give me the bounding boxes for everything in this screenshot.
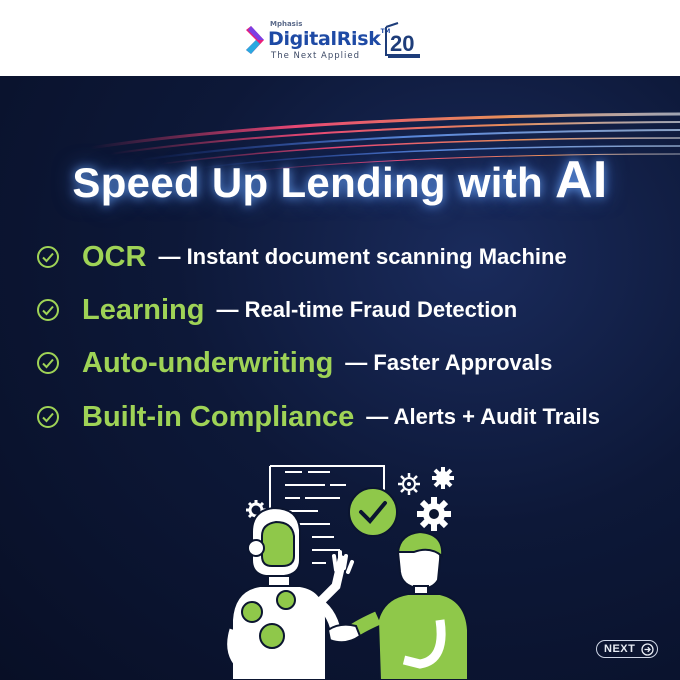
page-title: Speed Up Lending with AI [72, 151, 608, 209]
light-streaks-decoration [89, 112, 680, 173]
person-figure [326, 530, 469, 680]
check-circle-icon [37, 352, 59, 374]
next-button-label: NEXT [604, 643, 636, 655]
feature-item-learning: Learning — Real-time Fraud Detection [36, 290, 517, 330]
gear-icon [398, 473, 420, 495]
feature-name: Learning [82, 293, 205, 326]
feature-item-built-in-compliance: Built-in Compliance — Alerts + Audit Tra… [36, 397, 600, 437]
feature-name: Built-in Compliance [82, 400, 355, 433]
check-circle-icon [37, 246, 59, 268]
feature-description: — Alerts + Audit Trails [366, 404, 601, 429]
feature-name: Auto-underwriting [82, 346, 334, 379]
check-circle-icon [37, 406, 59, 428]
anniversary-badge: 20 [385, 22, 420, 58]
feature-name: OCR [82, 240, 147, 273]
arrow-right-icon [641, 643, 654, 656]
feature-description: — Real-time Fraud Detection [216, 297, 518, 322]
feature-description: — Instant document scanning Machine [158, 244, 567, 269]
feature-item-ocr: OCR — Instant document scanning Machine [36, 237, 567, 277]
digitalrisk-logo-icon [246, 26, 264, 54]
svg-text:20: 20 [390, 31, 414, 56]
gear-icon [417, 497, 451, 531]
brand-parent-name: Mphasis [270, 20, 303, 28]
check-circle-icon [37, 299, 59, 321]
next-button[interactable]: NEXT [596, 640, 658, 658]
feature-description: — Faster Approvals [345, 350, 553, 375]
feature-item-auto-underwriting: Auto-underwriting — Faster Approvals [36, 343, 552, 383]
robot-figure [227, 506, 354, 680]
brand-tagline: The Next Applied [271, 51, 360, 61]
header-bar: Mphasis DigitalRiskTM The Next Applied 2… [0, 0, 680, 76]
gear-icon [432, 467, 454, 489]
checkmark-badge-icon [348, 487, 398, 537]
